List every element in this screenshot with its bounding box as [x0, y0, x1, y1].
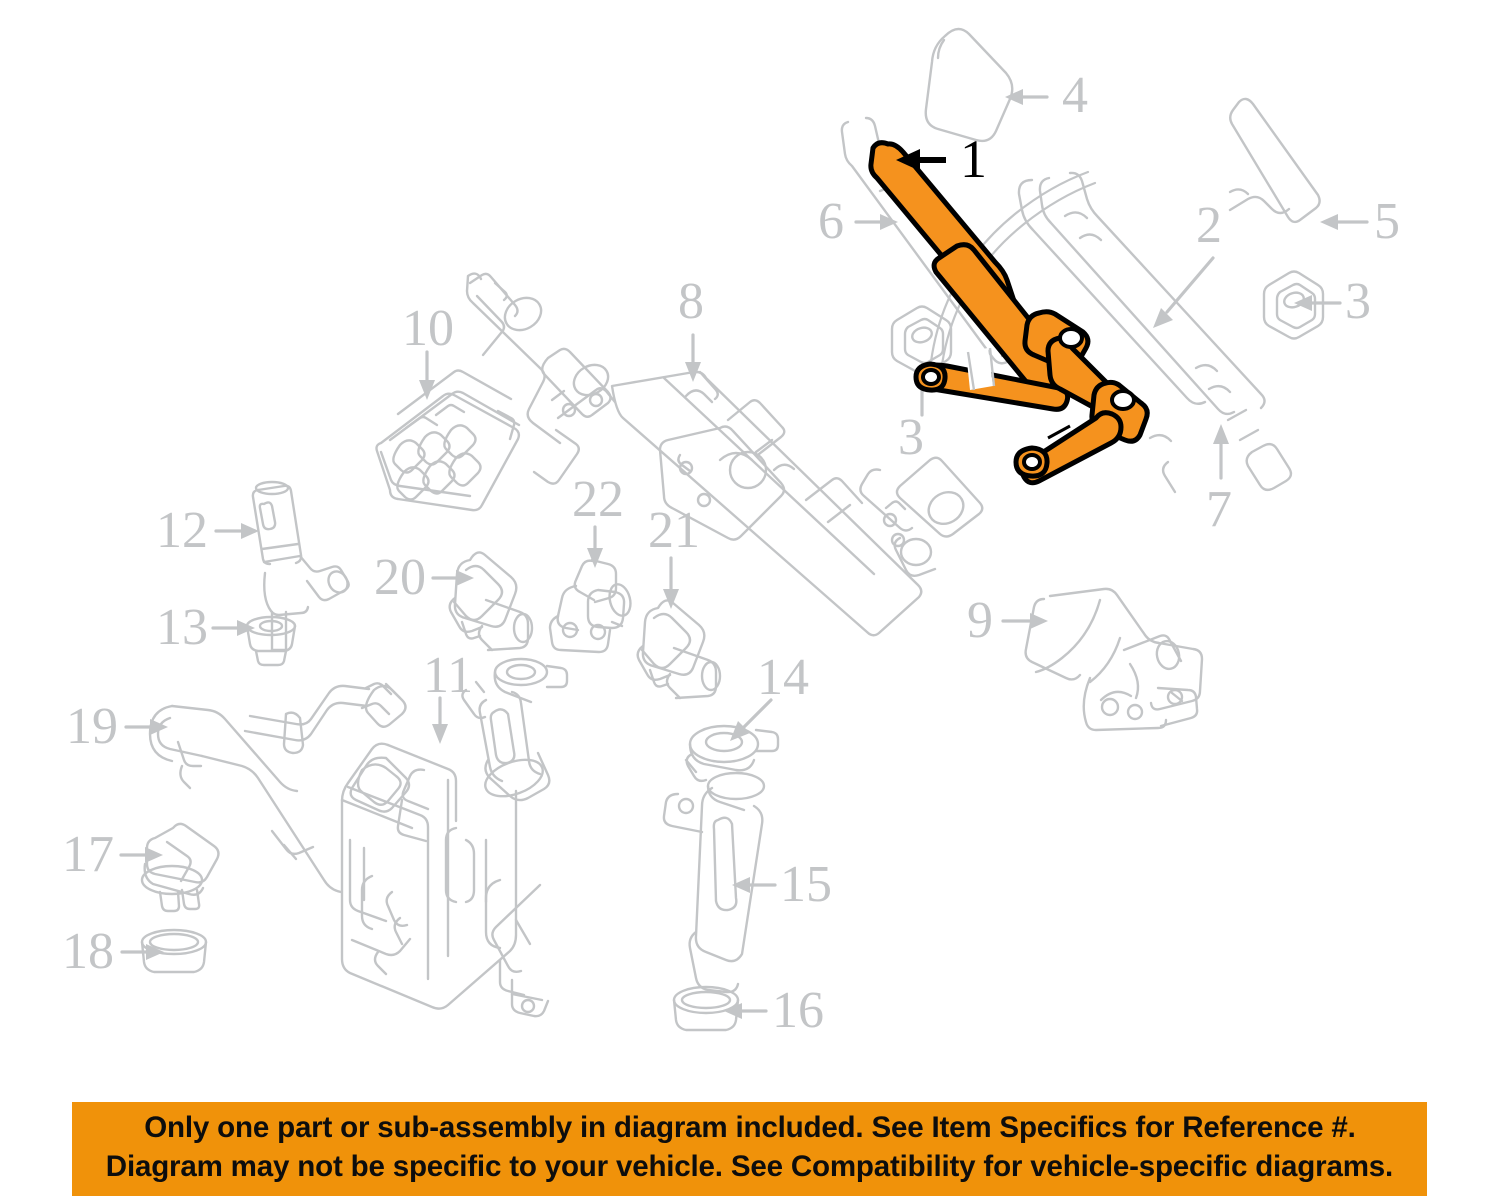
part-wiper-arm-nut-right	[1262, 270, 1325, 340]
part-washer-fluid-hose	[148, 682, 407, 894]
callout-arrow-17	[119, 847, 163, 863]
callout-arrow-5	[1320, 214, 1369, 230]
callout-label-3b: 3	[898, 409, 924, 466]
part-relay-control-module	[375, 369, 521, 512]
callout-label-16: 16	[772, 982, 824, 1039]
callout-label-3a: 3	[1345, 273, 1371, 330]
callout-arrow-16	[724, 1003, 768, 1019]
callout-label-13: 13	[156, 599, 208, 656]
callout-label-20: 20	[374, 549, 426, 606]
callout-label-14: 14	[757, 649, 809, 706]
callout-label-15: 15	[780, 856, 832, 913]
callout-arrow-18	[120, 944, 164, 960]
part-wiper-motor	[1024, 587, 1204, 732]
part-washer-nozzle-left	[448, 551, 534, 652]
callout-arrow-10	[419, 350, 435, 400]
callout-label-1: 1	[960, 129, 987, 189]
callout-arrow-21	[663, 556, 679, 609]
callout-label-11: 11	[423, 647, 474, 704]
callout-arrow-7	[1213, 424, 1229, 480]
callout-label-9: 9	[967, 592, 993, 649]
callout-label-7: 7	[1206, 481, 1232, 538]
callout-label-5: 5	[1374, 193, 1400, 250]
callout-arrow-6	[854, 214, 898, 230]
callout-label-4: 4	[1062, 67, 1088, 124]
callout-label-6: 6	[818, 193, 844, 250]
part-washer-fluid-level-sensor	[140, 822, 220, 913]
callout-label-21: 21	[648, 502, 700, 559]
disclaimer-line-1: Only one part or sub-assembly in diagram…	[143, 1110, 1356, 1144]
callout-arrow-4	[1005, 89, 1049, 105]
part-washer-hose-arc	[928, 170, 1097, 374]
callout-arrow-13	[211, 620, 255, 636]
part-washer-reservoir-filler-neck	[662, 771, 766, 994]
callout-arrow-15	[732, 877, 777, 893]
callout-label-10: 10	[402, 300, 454, 357]
callout-arrow-8	[685, 333, 701, 382]
part-wiper-arm-cap-cover	[924, 27, 1014, 143]
callout-label-12: 12	[156, 502, 208, 559]
callout-arrow-14	[730, 698, 773, 741]
callout-arrow-20	[431, 570, 474, 586]
part-level-sensor-seal	[140, 928, 208, 974]
part-filler-neck-cap	[684, 724, 780, 783]
part-washer-nozzle-right	[636, 599, 722, 700]
callout-arrow-2	[1153, 256, 1215, 328]
callout-arrow-11	[432, 696, 448, 744]
callout-label-18: 18	[62, 923, 114, 980]
part-filler-neck-plug	[672, 985, 740, 1032]
callout-label-19: 19	[66, 698, 118, 755]
disclaimer-banner: Only one part or sub-assembly in diagram…	[72, 1102, 1427, 1196]
part-wiper-blade-end-cap	[1228, 97, 1321, 224]
callout-label-8: 8	[678, 273, 704, 330]
callout-arrow-3a	[1294, 295, 1342, 311]
part-detail-line	[1047, 424, 1071, 440]
part-wiper-linkage-transmission	[465, 272, 984, 637]
part-washer-fluid-reservoir	[340, 657, 569, 1018]
callout-arrow-22	[587, 525, 603, 568]
callout-arrow-9	[1001, 613, 1048, 629]
callout-arrow-1	[896, 149, 946, 171]
callout-arrow-12	[214, 523, 259, 539]
part-wiper-arm-nut-center	[890, 305, 953, 375]
part-washer-pump	[251, 480, 350, 652]
callout-label-17: 17	[62, 826, 114, 883]
callout-arrow-19	[124, 719, 168, 735]
callout-label-2: 2	[1196, 197, 1222, 254]
part-nozzle-bracket	[548, 558, 632, 654]
disclaimer-line-2: Diagram may not be specific to your vehi…	[105, 1150, 1394, 1183]
callout-label-22: 22	[572, 471, 624, 528]
part-wiper-arm-pivot-holes	[921, 327, 1136, 471]
part-wiper-blade	[1038, 171, 1293, 492]
